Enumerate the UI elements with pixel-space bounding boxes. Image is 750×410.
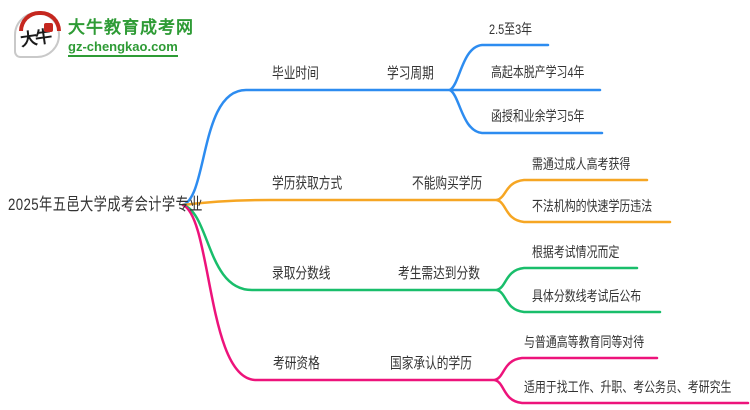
- branch3-leaf1-line: [495, 266, 639, 292]
- branch2-subtopic: 不能购买学历: [412, 175, 483, 192]
- branch1-leaf3: 函授和业余学习5年: [491, 108, 585, 124]
- branch3-leaf2: 具体分数线考试后公布: [532, 288, 642, 304]
- branch3-leaf2-line: [495, 288, 662, 314]
- branch1-leaf1: 2.5至3年: [489, 21, 533, 37]
- branch4-subtopic: 国家承认的学历: [390, 355, 472, 372]
- branch2-leaf1-line: [495, 178, 649, 202]
- logo-seal-stamp-icon: [44, 23, 53, 32]
- branch3-topic: 录取分数线: [272, 265, 331, 282]
- branch2-leaf2-line: [495, 198, 672, 224]
- branch1-leaf1-line: [448, 43, 550, 92]
- branch1-main-line: [181, 88, 452, 207]
- logo-bull-icon: 大牛: [14, 11, 61, 58]
- branch4-main-line: [181, 203, 497, 382]
- branch1-leaf3-line: [448, 88, 604, 135]
- root-node: 2025年五邑大学成考会计学专业: [8, 195, 203, 214]
- branch3-main-line: [181, 203, 499, 292]
- branch2-leaf1: 需通过成人高考获得: [532, 156, 631, 172]
- branch1-topic: 毕业时间: [272, 65, 319, 82]
- site-url: gz-chengkao.com: [68, 39, 178, 57]
- branch4-leaf1-line: [493, 356, 659, 382]
- branch4-leaf2: 适用于找工作、升职、考公务员、考研究生: [524, 379, 732, 395]
- site-name: 大牛教育成考网: [68, 18, 194, 37]
- branch3-subtopic: 考生需达到分数: [398, 265, 480, 282]
- branch2-main-line: [181, 198, 499, 207]
- site-logo: 大牛 大牛教育成考网 gz-chengkao.com: [14, 11, 194, 58]
- branch4-leaf2-line: [493, 378, 750, 405]
- branch3-leaf1: 根据考试情况而定: [532, 244, 620, 260]
- branch4-topic: 考研资格: [273, 355, 320, 372]
- branch2-leaf2: 不法机构的快速学历违法: [532, 198, 653, 214]
- branch1-leaf2: 高起本脱产学习4年: [491, 64, 585, 80]
- branch1-subtopic: 学习周期: [387, 65, 434, 82]
- branch4-leaf1: 与普通高等教育同等对待: [524, 334, 645, 350]
- branch2-topic: 学历获取方式: [272, 175, 343, 192]
- logo-text-block: 大牛教育成考网 gz-chengkao.com: [68, 13, 194, 57]
